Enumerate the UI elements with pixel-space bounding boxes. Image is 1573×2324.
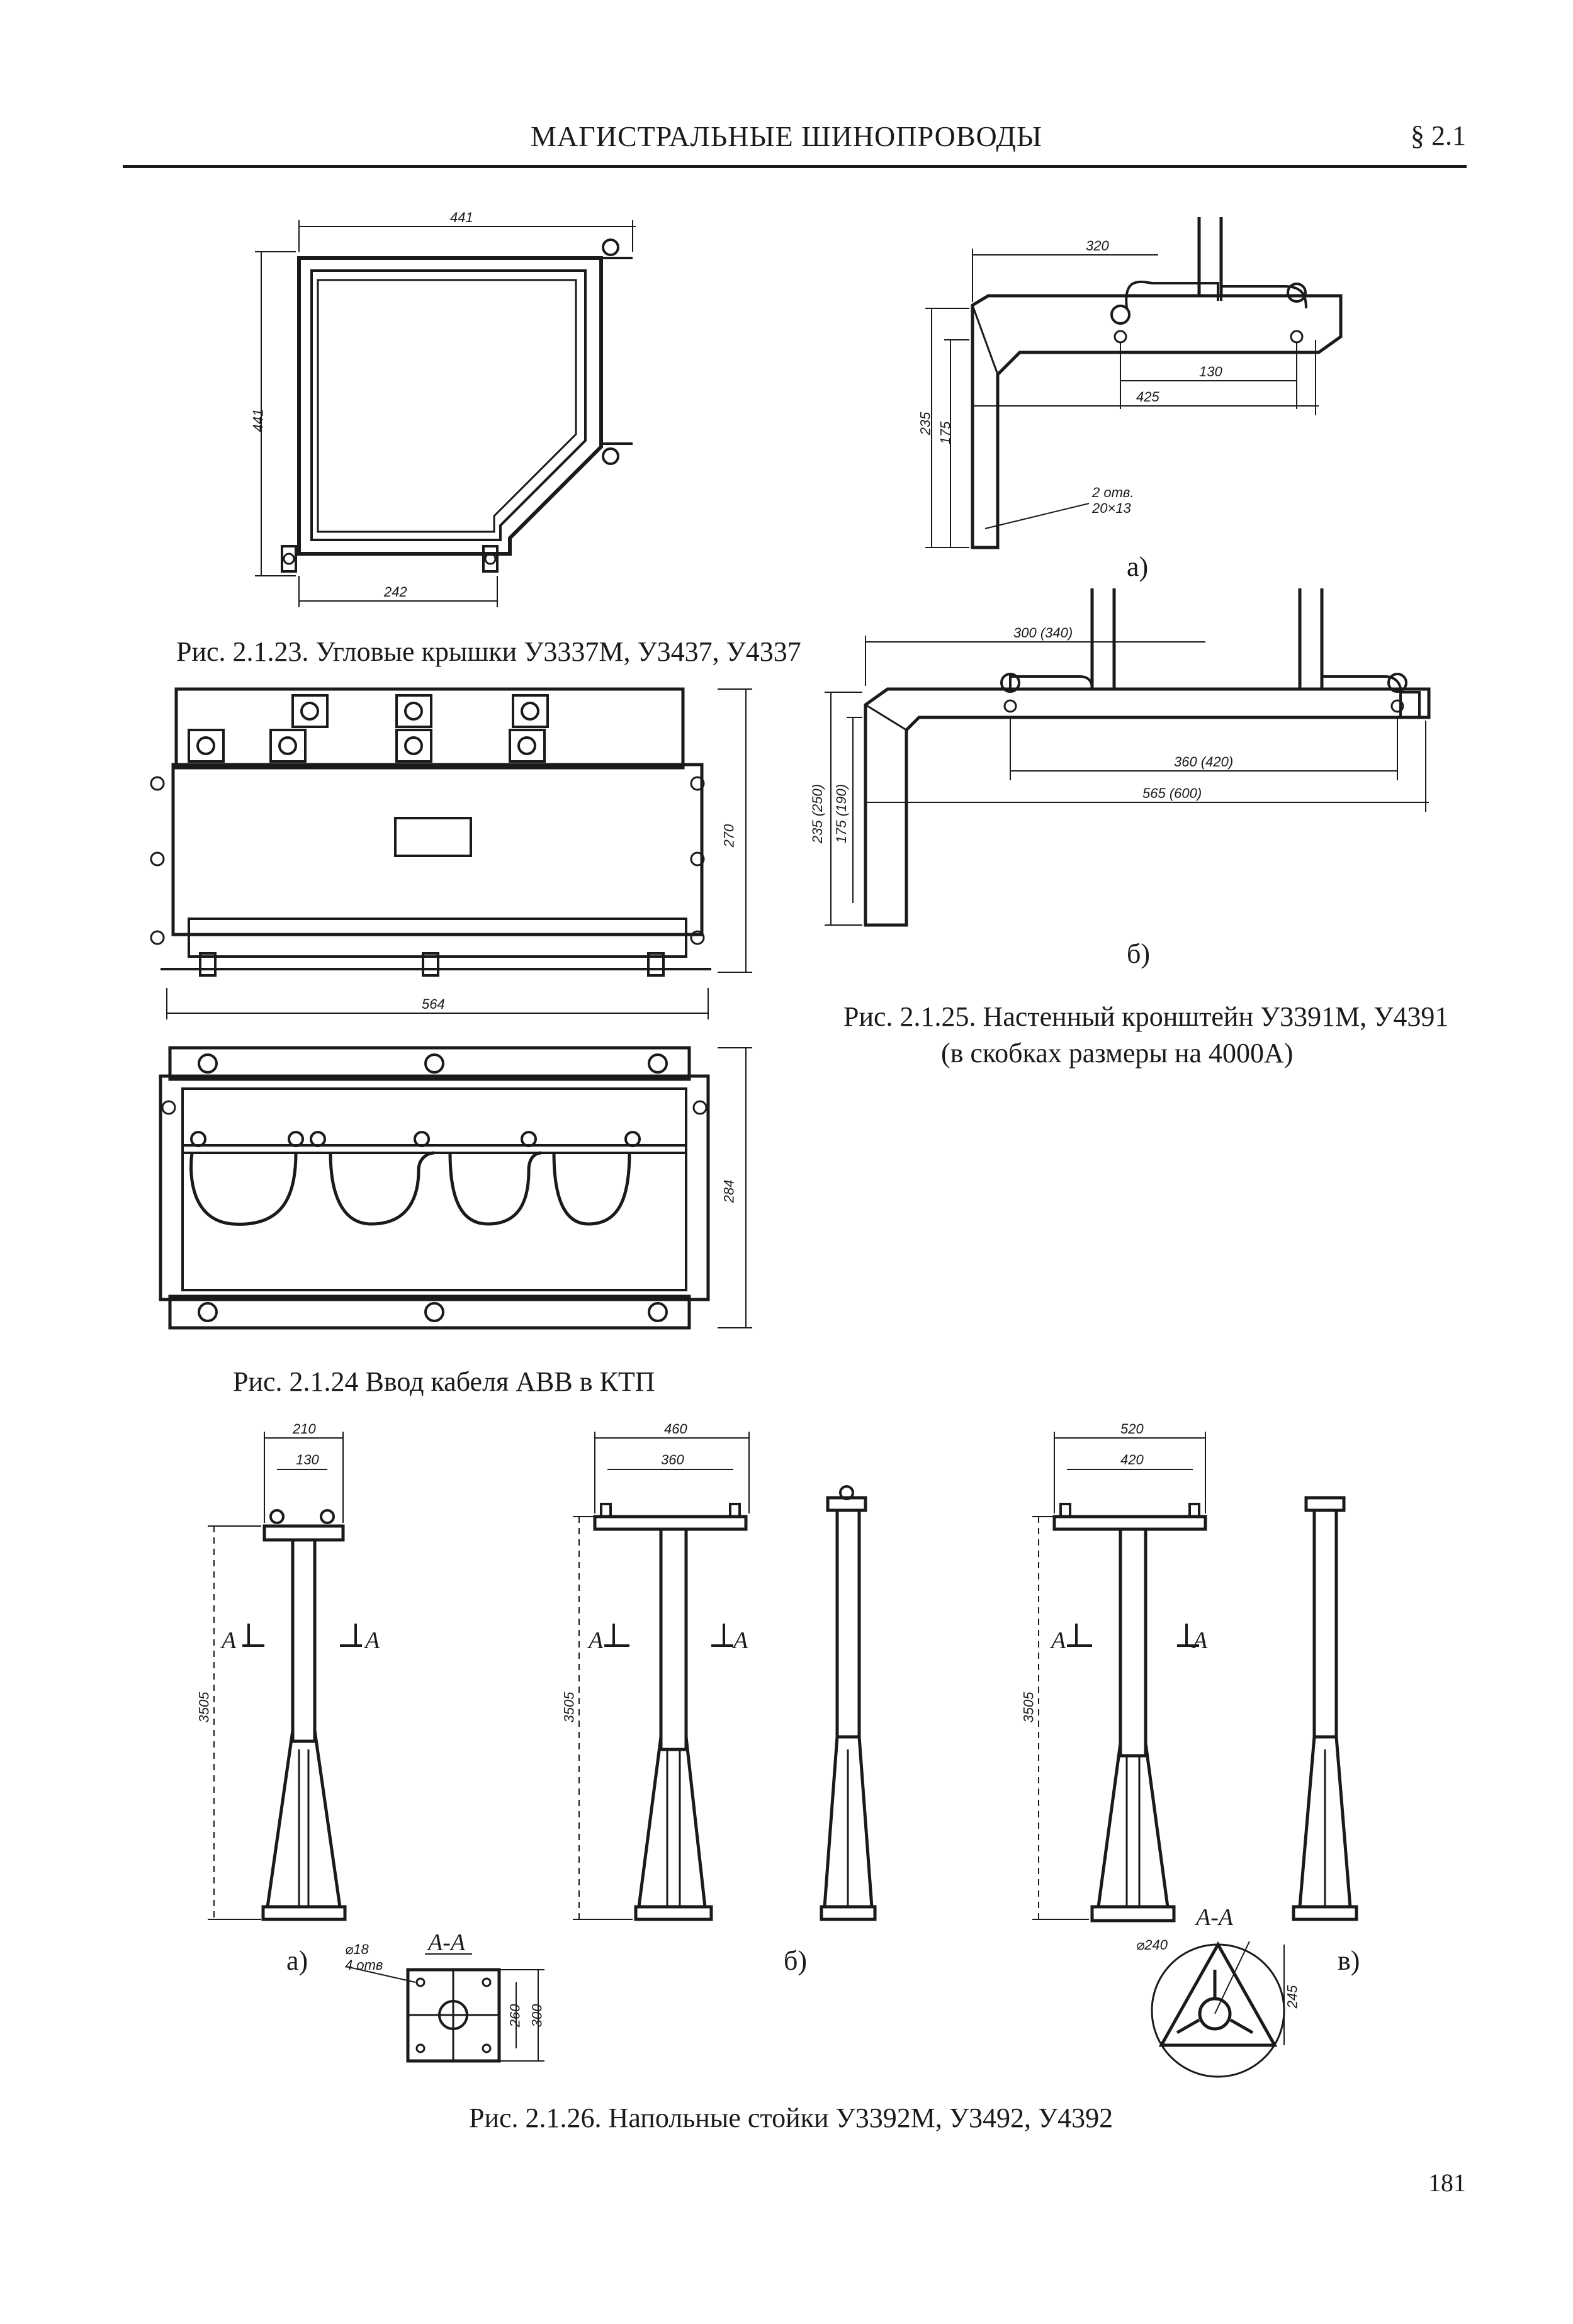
fig26a-section-mark-left: А <box>222 1627 237 1654</box>
fig25a-holes-count: 2 отв. <box>1092 485 1134 500</box>
fig26a-dim-210: 210 <box>293 1421 316 1437</box>
fig25b-dim-300: 300 (340) <box>1013 625 1073 641</box>
fig25-caption-line2: (в скобках размеры на 4000А) <box>941 1038 1294 1069</box>
fig26c-dim-420: 420 <box>1120 1452 1144 1468</box>
fig23-caption: Рис. 2.1.23. Угловые крышки У3337М, У343… <box>176 636 801 667</box>
fig25b-label: б) <box>1127 938 1151 969</box>
fig26c-dim-height: 3505 <box>1020 1692 1037 1723</box>
fig25b-dim-175: 175 (190) <box>833 783 850 844</box>
fig26a-label: а) <box>286 1945 308 1976</box>
section-number: § 2.1 <box>1411 120 1466 151</box>
fig26c-dim-520: 520 <box>1120 1421 1144 1437</box>
fig25a-dim-320: 320 <box>1086 238 1109 254</box>
page-header-title: МАГИСТРАЛЬНЫЕ ШИНОПРОВОДЫ <box>531 120 1042 152</box>
fig24-dim-height-top: 270 <box>721 824 737 848</box>
fig23-dim-width: 441 <box>450 210 473 225</box>
fig26b-dim-height: 3505 <box>561 1692 577 1723</box>
fig26c-stand-drawing <box>1032 1432 1358 2078</box>
fig25a-label: а) <box>1127 551 1149 582</box>
fig24-top-view-drawing <box>150 687 752 1019</box>
fig26a-dim-260: 260 <box>507 2004 523 2028</box>
fig26a-dim-130: 130 <box>296 1452 319 1468</box>
fig26a-dim-300: 300 <box>529 2004 545 2028</box>
fig25a-dim-175: 175 <box>937 421 954 445</box>
fig26-caption: Рис. 2.1.26. Напольные стойки У3392М, У3… <box>469 2102 1114 2133</box>
fig24-bottom-view-drawing <box>159 1046 752 1330</box>
fig26b-section-mark-left: А <box>589 1627 604 1654</box>
page-number: 181 <box>1428 2169 1466 2197</box>
fig23-dim-height: 441 <box>250 408 266 432</box>
fig26c-dim-240: ⌀240 <box>1136 1937 1168 1953</box>
fig26c-section-title: А-А <box>1196 1904 1234 1931</box>
fig25a-dim-425: 425 <box>1136 389 1159 405</box>
fig26a-section-mark-right: А <box>365 1627 380 1654</box>
fig26c-section-mark-left: А <box>1051 1627 1066 1654</box>
fig25-caption-line1: Рис. 2.1.25. Настенный кронштейн У3391М,… <box>843 1001 1449 1032</box>
fig26c-label: в) <box>1338 1945 1360 1976</box>
fig26a-hole-count: 4 отв <box>345 1957 383 1973</box>
fig25a-dim-235: 235 <box>917 412 933 435</box>
fig25b-dim-360: 360 (420) <box>1174 754 1234 770</box>
fig26c-dim-245: 245 <box>1284 1985 1300 2009</box>
fig25b-bracket-drawing <box>825 588 1431 927</box>
fig26b-section-mark-right: А <box>733 1627 748 1654</box>
header-rule <box>123 165 1467 168</box>
fig26a-hole-dia: ⌀18 <box>345 1941 369 1957</box>
fig24-dim-width: 564 <box>422 996 445 1012</box>
fig24-caption: Рис. 2.1.24 Ввод кабеля АВВ в КТП <box>233 1366 655 1397</box>
fig25b-dim-565: 565 (600) <box>1142 785 1202 801</box>
fig26b-stand-drawing <box>573 1432 877 1921</box>
fig24-dim-height-bottom: 284 <box>721 1179 737 1203</box>
fig23-dim-bottom: 242 <box>384 584 407 600</box>
fig25a-bracket-drawing <box>925 217 1343 549</box>
fig26b-dim-460: 460 <box>664 1421 687 1437</box>
fig26a-dim-height: 3505 <box>196 1692 212 1723</box>
fig26c-section-mark-right: А <box>1193 1627 1208 1654</box>
fig25b-dim-235: 235 (250) <box>809 783 826 844</box>
fig26a-section-title: А-А <box>428 1929 466 1956</box>
fig25a-dim-130: 130 <box>1199 364 1222 379</box>
fig25a-holes-size: 20×13 <box>1092 500 1131 516</box>
fig26b-label: б) <box>784 1945 808 1976</box>
fig26a-stand-drawing <box>208 1432 544 2063</box>
fig26b-dim-360: 360 <box>661 1452 684 1468</box>
fig23-corner-cover-drawing <box>255 220 636 607</box>
